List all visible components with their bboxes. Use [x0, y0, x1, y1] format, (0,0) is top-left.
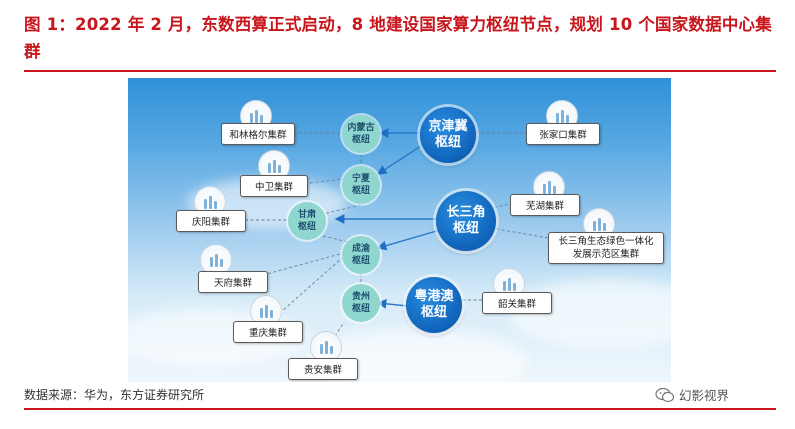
watermark: 幻影视界: [655, 385, 729, 404]
cluster-label-line-1: 长三角生态绿色一体化: [558, 236, 654, 247]
cluster-guian: 贵安集群: [288, 358, 358, 380]
figure-title: 图 1：2022 年 2 月，东数西算正式启动，8 地建设国家算力枢纽节点，规划…: [24, 15, 772, 61]
cluster-zhongwei: 中卫集群: [240, 175, 308, 197]
node-guizhou: 贵州 枢纽: [342, 284, 380, 322]
cluster-label-line-2: 发展示范区集群: [572, 249, 640, 260]
node-gansu: 甘肃 枢纽: [288, 202, 326, 240]
arrow-csj-to-chengyu: [376, 229, 441, 251]
hub-label: 粤港澳 枢纽: [414, 289, 454, 320]
node-label: 贵州 枢纽: [351, 292, 370, 314]
node-label: 成渝 枢纽: [351, 244, 370, 266]
cluster-changsanjiao-demo-zone: 长三角生态绿色一体化 发展示范区集群: [548, 232, 664, 264]
hub-jingjinji: 京津冀 枢纽: [420, 107, 476, 163]
hub-changsanjiao: 长三角 枢纽: [436, 191, 496, 251]
hub-label: 京津冀 枢纽: [428, 119, 468, 150]
link-zhongwei: [309, 178, 343, 184]
hub-label: 长三角 枢纽: [446, 205, 486, 236]
cluster-helingeer: 和林格尔集群: [221, 123, 295, 145]
node-neimenggu: 内蒙古 枢纽: [342, 115, 380, 153]
title-divider: [24, 70, 776, 72]
link-tianfu: [251, 253, 341, 279]
link-ningxia-gansu: [322, 204, 362, 215]
node-ningxia: 宁夏 枢纽: [342, 166, 380, 204]
cluster-zhangjiakou: 张家口集群: [526, 123, 600, 145]
wechat-icon: [655, 387, 675, 402]
node-chengyu: 成渝 枢纽: [342, 236, 380, 274]
link-gansu-chengyu: [322, 235, 349, 243]
node-label: 甘肃 枢纽: [297, 210, 316, 232]
watermark-text: 幻影视界: [679, 388, 730, 403]
cluster-chongqing: 重庆集群: [233, 321, 303, 343]
source-note: 数据来源：华为，东方证券研究所: [24, 388, 205, 402]
arrow-jjj-to-ningxia: [376, 143, 425, 175]
cluster-shaoguan: 韶关集群: [482, 292, 552, 314]
node-label: 内蒙古 枢纽: [347, 123, 375, 145]
footer-divider: [24, 408, 776, 410]
hub-yuegangao: 粤港澳 枢纽: [406, 277, 462, 333]
cluster-wuhu: 芜湖集群: [510, 194, 580, 216]
arrow-ygao-to-guizhou: [376, 298, 409, 309]
cluster-qingyang: 庆阳集群: [176, 210, 246, 232]
node-label: 宁夏 枢纽: [351, 174, 370, 196]
east-data-west-compute-diagram: 京津冀 枢纽 长三角 枢纽 粤港澳 枢纽 内蒙古 枢纽 宁夏 枢纽 甘肃 枢纽 …: [128, 78, 671, 382]
cluster-tianfu: 天府集群: [198, 271, 268, 293]
